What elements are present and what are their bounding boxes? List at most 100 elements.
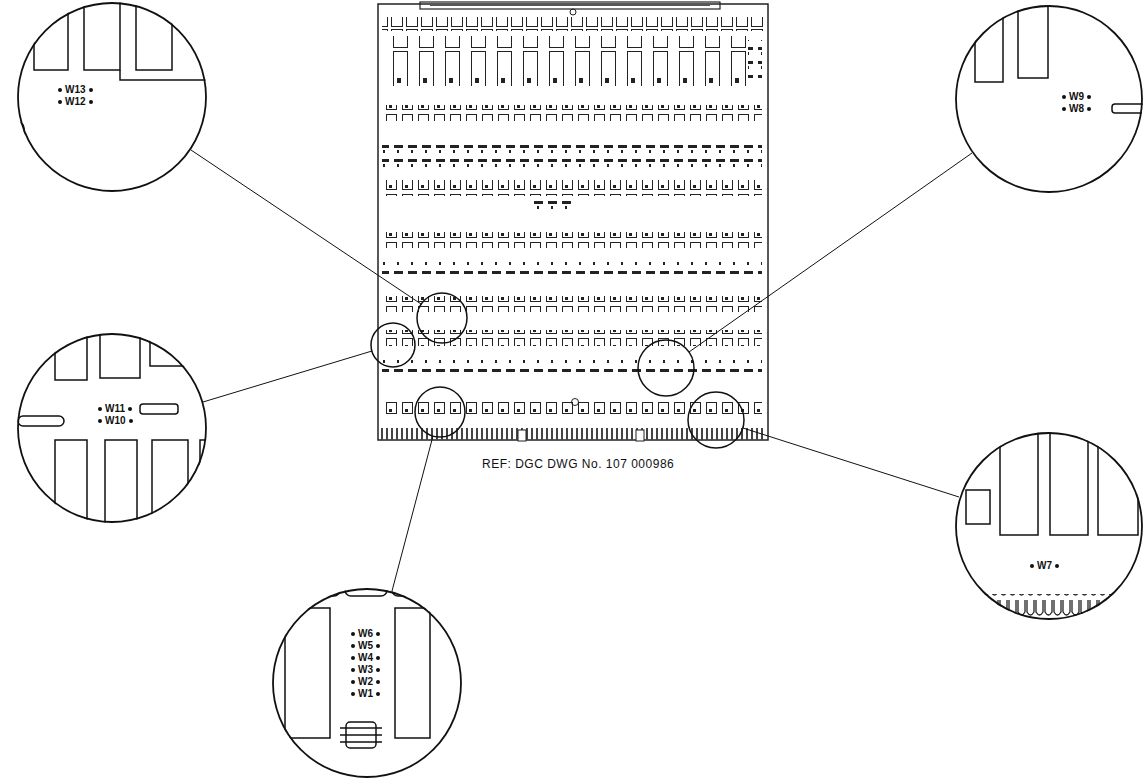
magnified-chips [280, 582, 452, 748]
chip-outline [150, 320, 215, 366]
magnifier-outline [955, 432, 1143, 620]
jumper-group: W9W8 [1059, 91, 1094, 115]
component-outline [10, 122, 24, 158]
jumper-label: W12 [55, 96, 96, 108]
edge-connector [380, 428, 766, 440]
magnified-chips [955, 420, 1144, 618]
component-row [382, 140, 762, 154]
jumper-label: W2 [348, 676, 383, 688]
leader-line [203, 351, 372, 402]
resistor-symbol [1112, 104, 1144, 113]
jumper-group: W6W5W4W3W2W1 [348, 628, 383, 700]
component-row [748, 40, 762, 80]
pin-line [340, 741, 382, 743]
magnifier-circle [956, 433, 1142, 619]
magnifier-circle [273, 589, 461, 777]
edge-connector [955, 594, 1144, 618]
chip-outline [1018, 0, 1048, 78]
chip-outline [55, 440, 87, 540]
board-notch [518, 430, 526, 441]
chip-row [382, 398, 762, 414]
magnified-chips [975, 0, 1144, 113]
chip-row [382, 36, 746, 86]
mounting-hole [572, 399, 579, 406]
jumper-label: W3 [348, 664, 383, 676]
chip-outline [1050, 420, 1088, 535]
magnified-chips [18, 320, 230, 540]
component-row [382, 360, 762, 374]
chip-outline [975, 0, 1003, 82]
board-outline [378, 4, 768, 440]
jumper-group: W11W10 [95, 403, 136, 427]
component-outline [392, 582, 452, 596]
chip-outline [120, 70, 215, 80]
chip-row [382, 232, 762, 248]
magnified-view: W9W8 [955, 5, 1143, 193]
highlight-circle [638, 340, 694, 396]
chip-row [382, 330, 762, 346]
magnified-chips [10, 0, 215, 158]
jumper-label: W7 [1027, 560, 1062, 572]
magnified-view: W13W12 [17, 2, 207, 192]
chip-outline [100, 320, 140, 378]
jumper-label: W10 [95, 415, 136, 427]
jumper-label: W1 [348, 688, 383, 700]
leader-line [743, 428, 959, 497]
resistor-symbol [140, 404, 178, 414]
chip-row [382, 296, 762, 312]
chip-row [382, 180, 762, 196]
jumper-label: W13 [55, 84, 96, 96]
top-stiffener [420, 2, 720, 9]
pin-line [340, 734, 382, 736]
jumper-label: W9 [1059, 91, 1094, 103]
component-row [530, 200, 572, 214]
component-row [382, 262, 762, 276]
magnifier-circle [956, 6, 1142, 192]
jumper-label: W11 [95, 403, 135, 415]
chip-outline [395, 608, 430, 738]
circuit-board [378, 2, 768, 441]
component-outline [966, 490, 990, 524]
component-outline [280, 582, 340, 596]
chip-outline [84, 0, 120, 70]
chip-outline [105, 440, 137, 540]
component-outline [18, 416, 64, 426]
pin-line [340, 727, 382, 729]
component-row [382, 156, 762, 170]
chip-outline [34, 0, 68, 70]
jumper-label: W5 [348, 640, 383, 652]
top-stiffener-line [430, 5, 710, 6]
leader-line [392, 436, 433, 591]
magnifier-circle [18, 334, 206, 522]
magnified-view: W11W10 [17, 333, 207, 523]
board-notch [636, 430, 644, 441]
jumper-label: W4 [348, 652, 383, 664]
leader-line [191, 150, 421, 304]
chip-outline [136, 0, 172, 70]
highlight-circle [688, 392, 744, 448]
magnified-view: W7 [955, 432, 1143, 620]
mounting-hole [570, 9, 576, 15]
highlight-circle [417, 293, 467, 343]
chip-row [382, 105, 762, 121]
leader-line [689, 153, 972, 352]
magnified-view: W6W5W4W3W2W1 [272, 588, 462, 778]
jumper-label: W6 [348, 628, 383, 640]
highlight-circle [371, 323, 415, 367]
jumper-group: W13W12 [55, 84, 96, 108]
chip-row [382, 17, 764, 31]
chip-outline [200, 440, 230, 540]
magnifier-outline [17, 2, 207, 192]
jumper-label: W8 [1059, 103, 1094, 115]
magnifier-circle [18, 3, 206, 191]
chip-outline [1098, 420, 1138, 535]
magnifier-outline [955, 5, 1143, 193]
highlight-circle [415, 387, 465, 437]
magnifier-outline [17, 333, 207, 523]
drawing-reference: REF: DGC DWG No. 107 000986 [482, 457, 674, 471]
jumper-group: W7 [1027, 560, 1062, 572]
highlight-circles [371, 293, 744, 448]
